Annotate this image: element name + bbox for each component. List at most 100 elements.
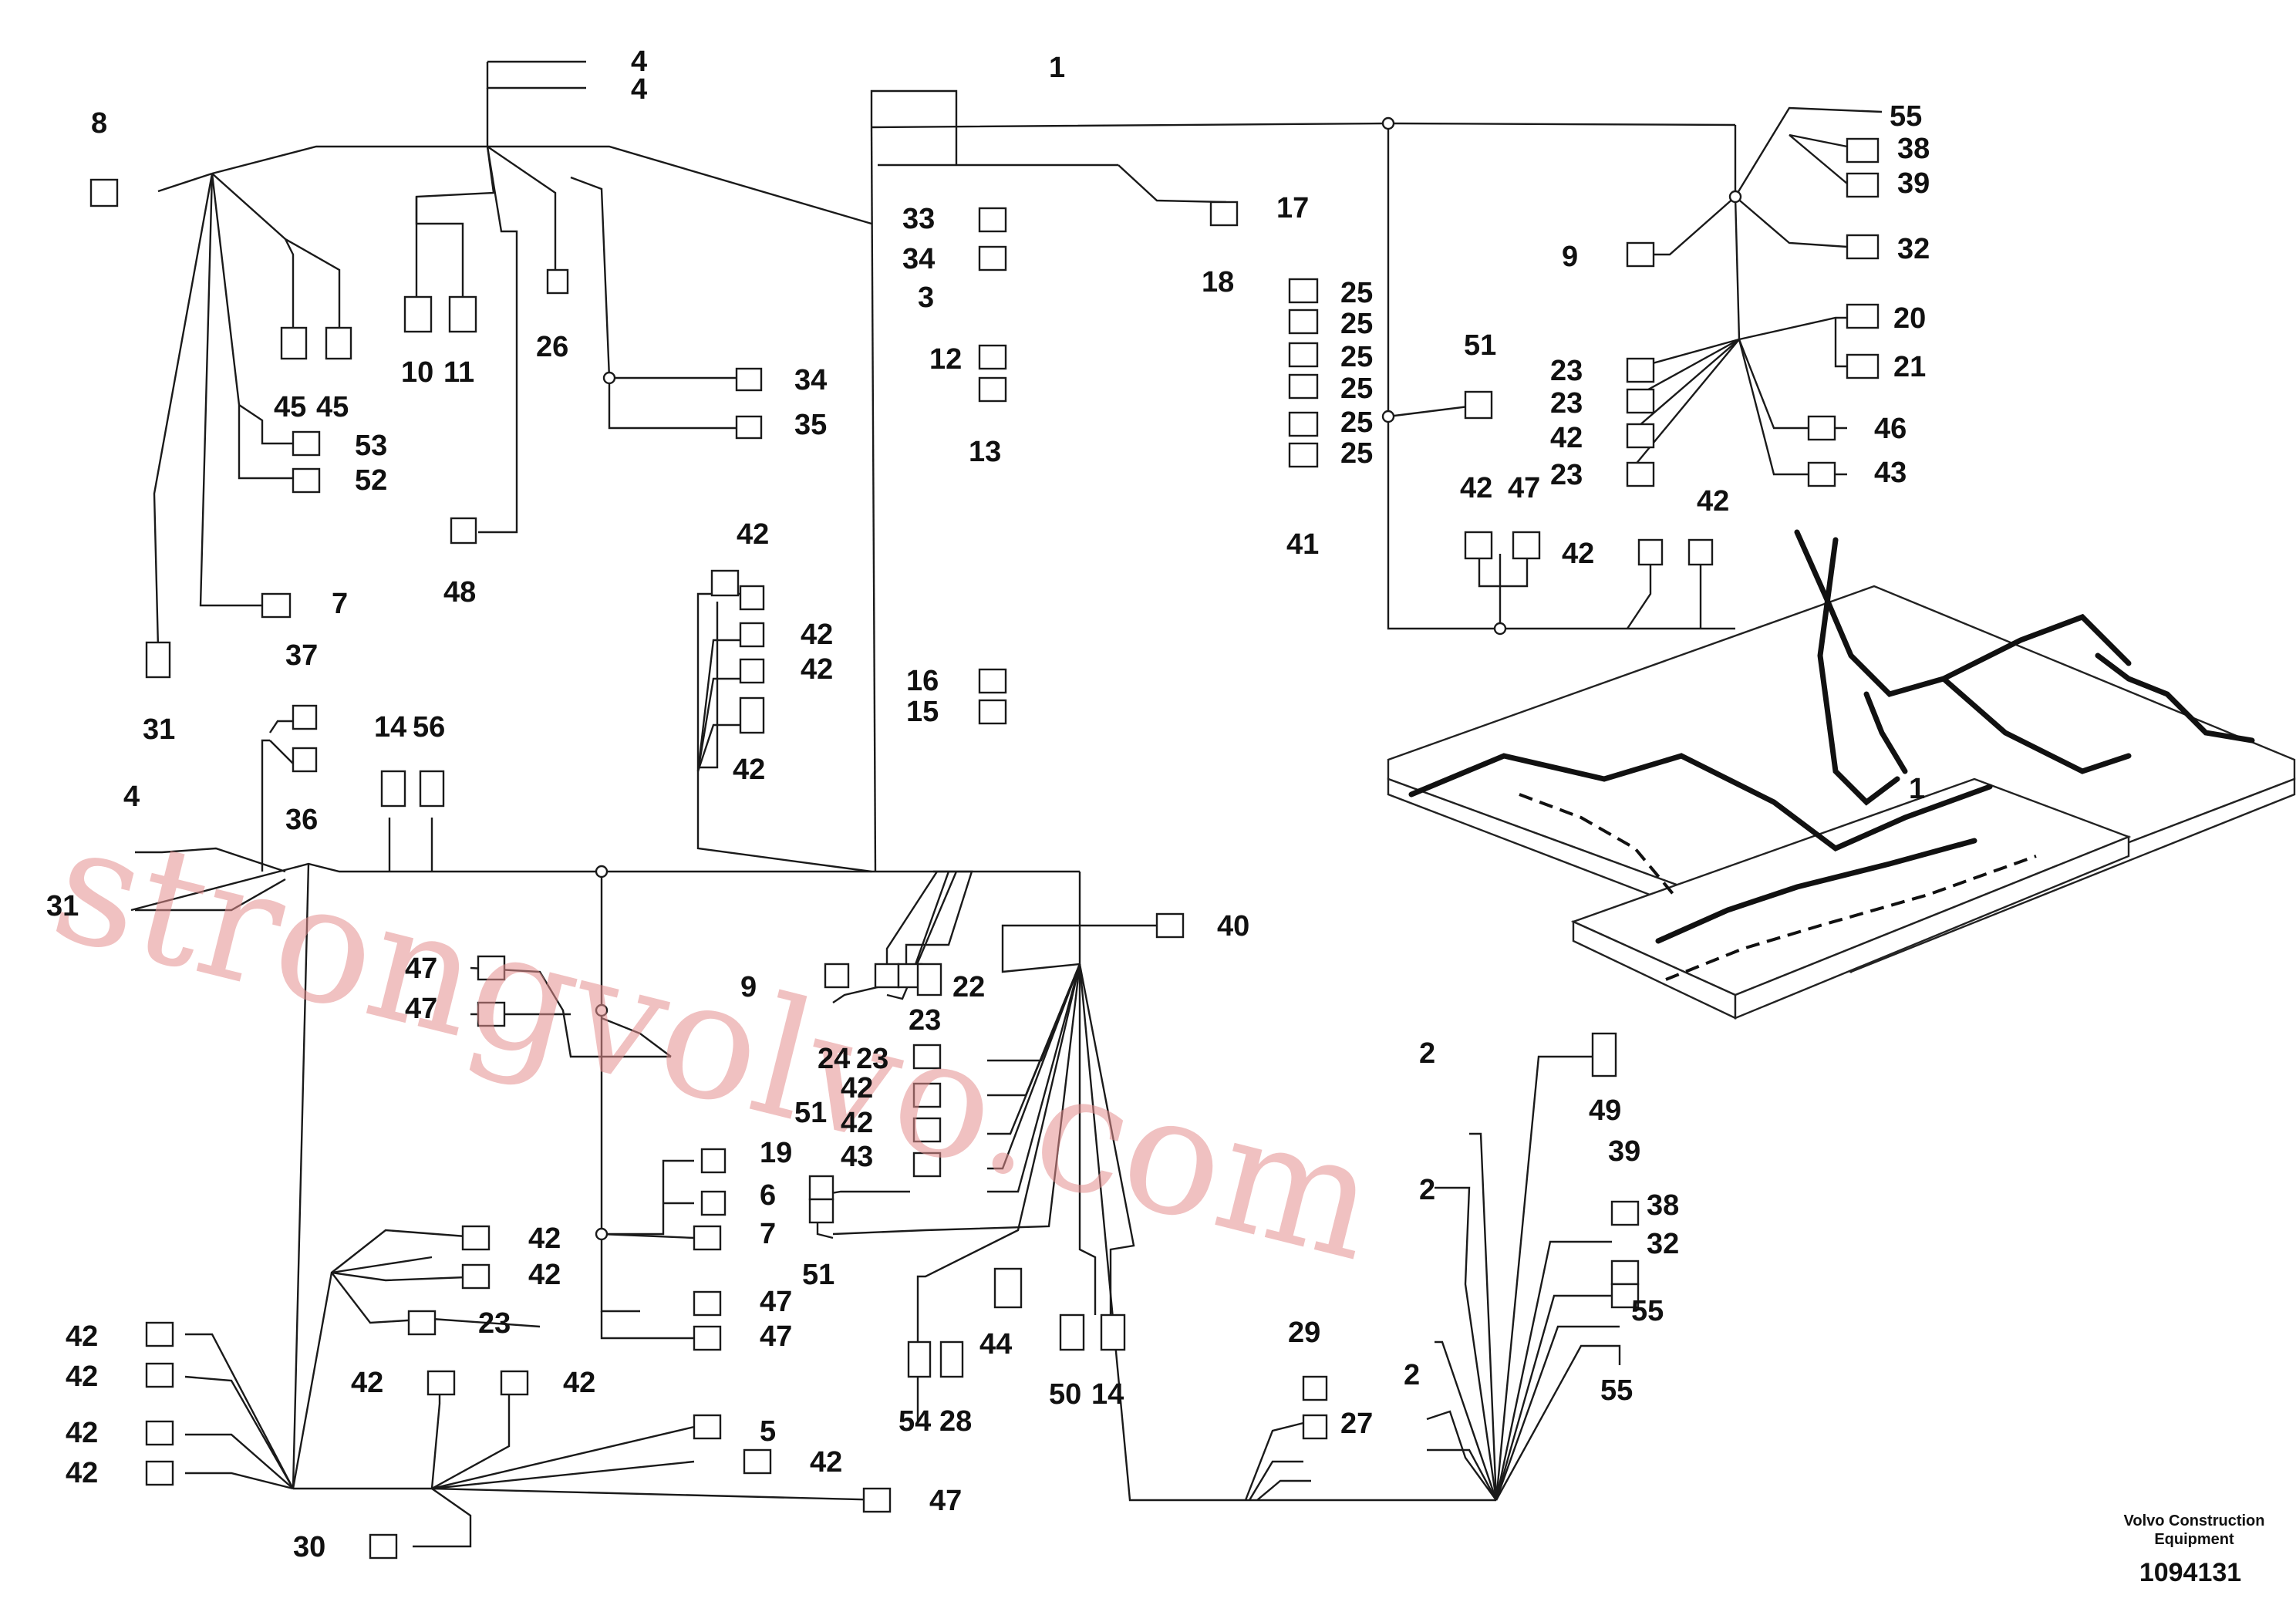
callout-label: 42	[1550, 422, 1583, 454]
callout-label: 42	[351, 1367, 383, 1399]
callout-label: 42	[66, 1361, 98, 1393]
callout-label: 2	[1404, 1359, 1420, 1391]
callout-label: 17	[1276, 192, 1309, 224]
callout-label: 40	[1217, 910, 1249, 943]
callout-label: 7	[332, 588, 348, 620]
callout-label: 44	[979, 1328, 1012, 1361]
callout-label: 39	[1608, 1135, 1640, 1168]
callout-label: 4	[631, 73, 647, 106]
callout-label: 20	[1893, 302, 1926, 335]
callout-label: 23	[1550, 387, 1583, 420]
callout-label: 42	[66, 1417, 98, 1449]
callout-label: 46	[1874, 413, 1907, 445]
machine-chassis-illustration	[1387, 529, 2296, 1020]
callout-label: 41	[1286, 528, 1319, 561]
callout-label: 49	[1589, 1094, 1621, 1127]
callout-label: 42	[810, 1446, 842, 1479]
callout-label: 51	[802, 1259, 834, 1291]
callout-label: 55	[1890, 100, 1922, 133]
callout-label: 23	[909, 1004, 941, 1037]
company-name-line2: Equipment	[2154, 1531, 2234, 1548]
callout-label: 12	[929, 343, 962, 376]
callout-label: 54	[899, 1405, 931, 1438]
callout-label: 14	[374, 711, 406, 744]
callout-label: 42	[528, 1259, 561, 1291]
callout-label: 21	[1893, 351, 1926, 383]
callout-label: 33	[902, 203, 935, 235]
callout-label: 48	[443, 576, 476, 609]
callout-label: 42	[1562, 538, 1594, 570]
callout-label: 43	[841, 1141, 873, 1173]
callout-label: 29	[1288, 1317, 1320, 1349]
callout-label: 43	[1874, 457, 1907, 489]
callout-label: 42	[66, 1457, 98, 1489]
callout-label: 15	[906, 696, 939, 728]
callout-label: 27	[1340, 1408, 1373, 1440]
callout-labels: 1 4 4 8 17 33 34 3 18 12 13 25 25 25 25 …	[46, 46, 1930, 1563]
watermark-text: strongvolvo.com	[37, 787, 1394, 1298]
footer-block: Volvo Construction Equipment 1094131	[2124, 1512, 2265, 1587]
callout-label: 47	[760, 1286, 792, 1318]
callout-label: 52	[355, 464, 387, 497]
callout-label: 25	[1340, 373, 1373, 405]
callout-label: 42	[563, 1367, 595, 1399]
callout-label: 31	[143, 713, 175, 746]
callout-label: 8	[91, 107, 107, 140]
callout-label: 2	[1419, 1037, 1435, 1070]
company-name-line1: Volvo Construction	[2124, 1512, 2265, 1529]
callout-label: 42	[1697, 485, 1729, 518]
callout-label: 13	[969, 436, 1001, 468]
callout-label: 23	[1550, 459, 1583, 491]
callout-label: 4	[631, 46, 647, 78]
callout-label: 25	[1340, 437, 1373, 470]
callout-label: 42	[737, 518, 769, 551]
callout-label: 45	[316, 391, 349, 423]
callout-label: 32	[1897, 233, 1930, 265]
callout-label: 50	[1049, 1378, 1081, 1411]
callout-label: 38	[1897, 133, 1930, 165]
callout-label: 42	[528, 1222, 561, 1255]
callout-label: 14	[1091, 1378, 1124, 1411]
callout-label: 9	[740, 971, 757, 1003]
callout-label: 18	[1202, 266, 1234, 298]
callout-label: 47	[760, 1320, 792, 1353]
callout-label: 47	[1508, 472, 1540, 504]
callout-label: 1	[1049, 52, 1065, 84]
callout-label: 45	[274, 391, 306, 423]
callout-label: 5	[760, 1415, 776, 1448]
callout-label: 23	[478, 1307, 511, 1340]
callout-label: 25	[1340, 277, 1373, 309]
callout-label: 51	[1464, 329, 1496, 362]
callout-label: 55	[1600, 1374, 1633, 1407]
callout-label: 42	[801, 619, 833, 651]
callout-label: 30	[293, 1531, 325, 1563]
callout-label: 32	[1647, 1228, 1679, 1260]
callout-label: 47	[405, 953, 437, 985]
callout-label: 39	[1897, 167, 1930, 200]
callout-label: 31	[46, 890, 79, 922]
callout-label: 47	[929, 1485, 962, 1517]
callout-label: 42	[1460, 472, 1492, 504]
callout-label: 42	[841, 1107, 873, 1139]
callout-label: 24	[818, 1043, 850, 1075]
callout-label: 34	[794, 364, 827, 396]
callout-label: 34	[902, 243, 935, 275]
callout-label: 25	[1340, 308, 1373, 340]
callout-label: 56	[413, 711, 445, 744]
callout-label: 16	[906, 665, 939, 697]
callout-label: 42	[733, 754, 765, 786]
callout-label: 23	[856, 1043, 888, 1075]
callout-label: 2	[1419, 1174, 1435, 1206]
callout-label: 51	[794, 1097, 827, 1129]
callout-label: 7	[760, 1218, 776, 1250]
callout-label: 4	[123, 781, 140, 813]
callout-label: 23	[1550, 355, 1583, 387]
callout-label: 11	[443, 356, 474, 389]
callout-label: 35	[794, 409, 827, 441]
callout-label: 37	[285, 639, 318, 672]
callout-label: 38	[1647, 1189, 1679, 1222]
callout-label: 28	[939, 1405, 972, 1438]
callout-label: 19	[760, 1137, 792, 1169]
callout-label: 9	[1562, 241, 1578, 273]
